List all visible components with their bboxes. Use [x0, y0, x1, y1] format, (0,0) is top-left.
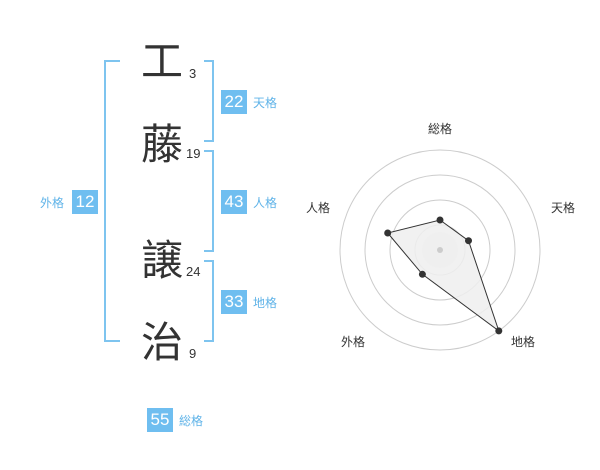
chikaku-bracket — [204, 260, 214, 342]
radar-axis-label-2: 地格 — [511, 335, 536, 349]
chikaku-value-badge: 33 — [221, 290, 247, 314]
radar-axis-label-1: 天格 — [551, 201, 576, 215]
chikaku-label: 地格 — [253, 296, 278, 310]
kanji-char-3: 譲 — [141, 236, 184, 285]
stroke-count-3: 24 — [186, 264, 201, 279]
kanji-char-4: 治 — [141, 318, 184, 367]
soukaku-label: 総格 — [179, 414, 204, 428]
jinkaku-value-badge: 43 — [221, 190, 247, 214]
radar-axis-label-4: 人格 — [306, 201, 331, 215]
gaikaku-label: 外格 — [40, 196, 65, 210]
radar-ring-4 — [339, 149, 541, 351]
tenkaku-label: 天格 — [253, 96, 278, 110]
tenkaku-bracket — [204, 60, 214, 142]
radar-axis-label-0: 総格 — [428, 122, 453, 136]
radar-point-2 — [495, 327, 503, 335]
radar-ring-3 — [364, 174, 516, 326]
radar-polygon — [386, 219, 500, 333]
gaikaku-value-badge: 12 — [72, 190, 98, 214]
soukaku-value-badge: 55 — [147, 408, 173, 432]
stroke-count-2: 19 — [186, 146, 201, 161]
radar-axis-label-3: 外格 — [341, 335, 366, 349]
radar-point-4 — [384, 229, 392, 237]
gaikaku-bracket — [104, 60, 120, 342]
stroke-count-4: 9 — [189, 346, 197, 361]
radar-ring-2 — [389, 199, 491, 301]
jinkaku-label: 人格 — [253, 196, 278, 210]
jinkaku-bracket — [204, 150, 214, 252]
kanji-char-1: 工 — [141, 37, 184, 86]
kanji-char-2: 藤 — [141, 120, 184, 169]
radar-point-3 — [418, 270, 426, 278]
radar-point-1 — [465, 237, 472, 245]
stroke-count-1: 3 — [189, 66, 197, 81]
radar-center-dot — [437, 247, 443, 253]
tenkaku-value-badge: 22 — [221, 90, 247, 114]
radar-point-0 — [436, 216, 444, 224]
